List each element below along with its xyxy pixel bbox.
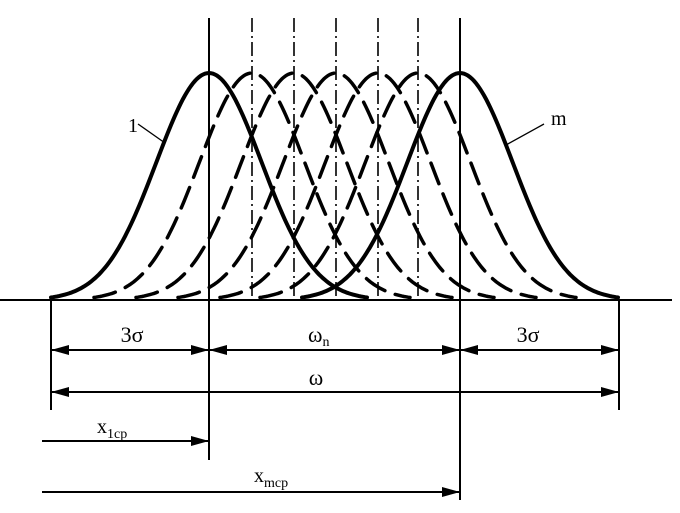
dash-dot-center-lines [251, 18, 419, 300]
arrowhead [442, 345, 460, 355]
label-xm: xmср [254, 465, 288, 491]
label-middle-spread-sub: n [322, 335, 329, 350]
curve-second [92, 71, 412, 300]
label-x1-main: x [97, 416, 107, 438]
arrowhead [442, 487, 460, 497]
curve-last [300, 70, 620, 300]
label-x1-sub: 1ср [107, 427, 127, 442]
curve-sixth [258, 71, 578, 300]
label-total-spread: ω [309, 365, 323, 390]
arrowhead [601, 345, 619, 355]
label-x1: x1ср [97, 416, 127, 442]
arrowhead [191, 436, 209, 446]
vertical-lines [50, 18, 620, 500]
label-curve-last: m [551, 108, 567, 130]
label-xm-main: x [254, 465, 264, 487]
curve-third [134, 71, 454, 300]
arrowhead [460, 345, 478, 355]
arrowhead [51, 387, 69, 397]
curve-fifth [218, 71, 538, 300]
arrowhead [209, 345, 227, 355]
distribution-curves [49, 70, 620, 300]
label-right-spread: 3σ [517, 322, 540, 347]
curve-fourth [176, 71, 496, 300]
label-middle-spread: ωn [308, 322, 329, 350]
leader-curve-first [137, 123, 166, 144]
leader-curve-last [505, 123, 545, 146]
arrowhead [191, 345, 209, 355]
curve-first [49, 70, 369, 300]
dimension-arrows [42, 345, 619, 497]
arrowhead [601, 387, 619, 397]
label-curve-first: 1 [128, 115, 138, 137]
label-middle-spread-main: ω [308, 322, 322, 347]
label-xm-sub: mср [264, 476, 288, 491]
label-left-spread: 3σ [121, 322, 144, 347]
arrowhead [51, 345, 69, 355]
